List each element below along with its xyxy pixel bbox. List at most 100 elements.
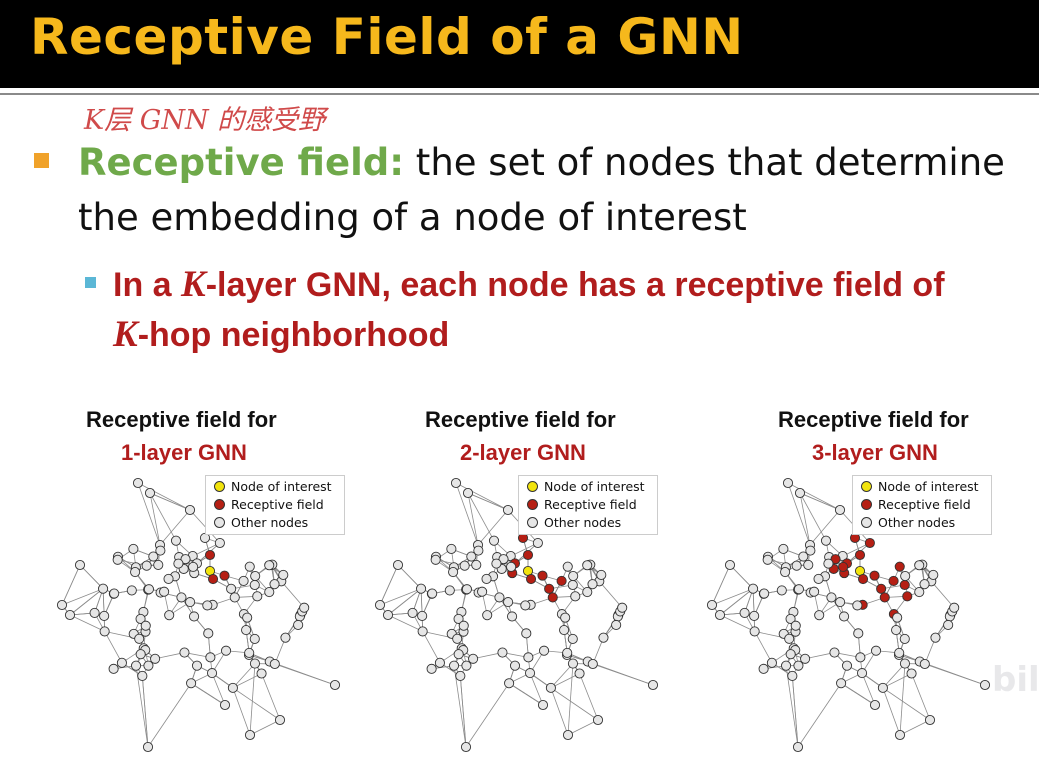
other-node: [430, 554, 441, 565]
other-node: [780, 566, 791, 578]
other-node: [126, 585, 137, 596]
other-node: [497, 647, 508, 658]
other-node: [180, 554, 191, 565]
legend-item-other: Other nodes: [861, 515, 955, 531]
other-node: [841, 660, 853, 671]
other-node: [930, 632, 941, 643]
other-node: [434, 657, 445, 668]
other-node: [189, 611, 200, 622]
graph-edge: [754, 631, 773, 664]
other-node: [135, 613, 146, 624]
other-node: [900, 570, 911, 582]
graph-edge: [190, 682, 226, 706]
sub-bullet-square-icon: [85, 277, 96, 288]
other-node: [809, 586, 820, 597]
other-node: [148, 551, 159, 562]
other-node: [202, 600, 213, 611]
graph-edge: [919, 661, 986, 686]
graph-edge: [882, 663, 906, 689]
graph-edge: [69, 614, 105, 632]
other-node: [839, 611, 850, 622]
receptive-field-node: [857, 574, 869, 585]
graph-edge: [797, 683, 842, 748]
other-node: [141, 560, 152, 571]
graph-edge: [711, 588, 754, 606]
legend-item-field: Receptive field: [861, 497, 971, 513]
other-node: [417, 610, 428, 622]
other-node: [539, 645, 550, 656]
other-node: [793, 584, 804, 595]
other-node: [256, 668, 267, 679]
legend-item-other: Other nodes: [214, 515, 308, 531]
graph-edge: [550, 663, 574, 689]
other-node: [144, 487, 156, 499]
other-node: [226, 583, 237, 594]
other-node: [170, 535, 182, 546]
receptive-field-node: [876, 583, 887, 594]
sub-bullet-line-1: In a K-layer GNN, each node has a recept…: [113, 262, 945, 308]
other-node: [826, 592, 837, 603]
other-node: [252, 591, 263, 602]
other-node: [205, 652, 216, 663]
graph-edge: [149, 492, 177, 541]
graph-edge: [787, 482, 811, 546]
other-node: [766, 657, 777, 668]
other-node: [221, 645, 232, 656]
graph-edge: [467, 492, 509, 511]
other-node: [109, 588, 120, 599]
graph-edge: [729, 564, 754, 589]
other-node: [143, 660, 154, 671]
other-node: [416, 583, 427, 594]
other-node: [869, 699, 881, 711]
graph-edge: [387, 588, 422, 616]
other-node: [596, 569, 607, 581]
other-node: [249, 658, 261, 669]
other-node: [562, 729, 574, 741]
legend-item-interest: Node of interest: [527, 479, 645, 495]
other-node: [871, 645, 882, 656]
graph-edge: [882, 687, 931, 721]
other-node: [568, 570, 579, 582]
other-node: [471, 559, 482, 570]
graph-edge: [453, 665, 467, 748]
other-node: [749, 610, 760, 622]
graph-edge: [104, 631, 123, 664]
graph-edge: [787, 482, 841, 511]
other-node: [238, 575, 249, 587]
other-node: [782, 477, 794, 489]
other-node: [523, 652, 534, 663]
k-symbol: K: [113, 314, 138, 355]
graph-edge: [719, 614, 755, 632]
other-node: [468, 653, 479, 664]
other-node: [280, 632, 291, 643]
yellow-dot-icon: [214, 481, 225, 492]
other-node: [488, 535, 500, 546]
graph-edge: [137, 482, 161, 546]
other-node: [466, 551, 477, 562]
other-node: [392, 559, 404, 571]
graph-panel-2: [374, 477, 659, 753]
graph-edge: [911, 673, 931, 721]
other-node: [461, 660, 472, 671]
other-node: [473, 545, 484, 556]
other-node: [891, 625, 902, 636]
legend-item-interest: Node of interest: [861, 479, 979, 495]
graph-edge: [799, 492, 841, 511]
graph-edge: [799, 492, 811, 546]
other-node: [899, 658, 911, 669]
other-node: [928, 569, 939, 581]
other-node: [137, 670, 148, 681]
graph-edge: [465, 683, 510, 748]
other-node: [448, 660, 460, 671]
receptive-field-node: [888, 575, 899, 587]
other-node: [264, 560, 275, 571]
yellow-dot-icon: [527, 481, 538, 492]
graph-edge: [899, 719, 931, 736]
other-node: [762, 554, 773, 565]
graph-edge: [280, 581, 305, 608]
other-node: [142, 741, 154, 753]
other-node: [537, 699, 549, 711]
graph-edge: [477, 509, 509, 546]
graph-edge: [719, 588, 754, 616]
other-node: [906, 668, 917, 679]
